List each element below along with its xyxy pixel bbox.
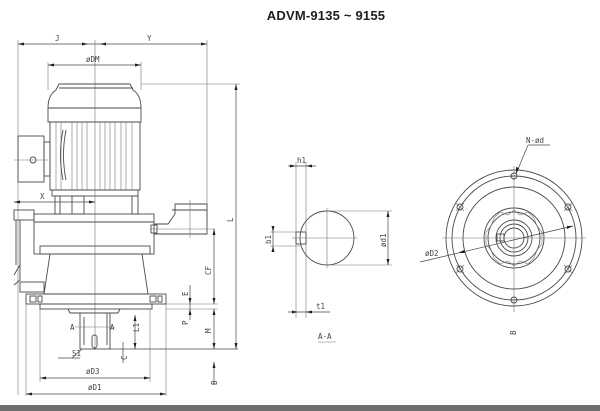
dim-L1-label: L1 (132, 323, 141, 332)
dim-D1-label: øD1 (88, 383, 102, 392)
dim-h1-label: h1 (297, 156, 306, 165)
dim-X-label: X (40, 192, 45, 201)
front-view: J Y øDM (13, 34, 240, 396)
dim-CF-label: CF (204, 265, 213, 275)
dim-t1-label: t1 (316, 302, 325, 311)
dim-Y-label: Y (147, 34, 152, 43)
view-B-arrow-label: B (210, 380, 219, 385)
dim-b1-label: b1 (264, 235, 273, 244)
dim-DM-label: øDM (86, 55, 100, 64)
dim-J-label: J (55, 34, 60, 43)
dim-C-label: C (120, 355, 129, 360)
dim-S1-label: S1 (72, 349, 81, 358)
section-A-right-label: A (110, 323, 115, 332)
dim-L-label: L (226, 217, 235, 222)
section-a-a-label: A-A (318, 332, 332, 341)
section-view-a-a: h1 b1 ød1 t1 A-A (264, 156, 392, 343)
drawing-title: ADVM-9135 ~ 9155 (266, 8, 386, 23)
dim-E-label: E (181, 291, 190, 296)
dim-D3-label: øD3 (86, 367, 100, 376)
dim-d1-label: ød1 (379, 233, 388, 247)
section-A-left-label: A (70, 323, 75, 332)
dim-D2-label: øD2 (425, 249, 439, 258)
dim-M-label: M (204, 328, 213, 333)
dim-holes-label: N-ød (526, 136, 544, 145)
end-view-b-label: B (509, 330, 518, 335)
bottom-border-bar (0, 405, 600, 411)
dim-P-label: P (181, 320, 190, 325)
end-view-b: N-ød øD2 B (419, 136, 586, 335)
